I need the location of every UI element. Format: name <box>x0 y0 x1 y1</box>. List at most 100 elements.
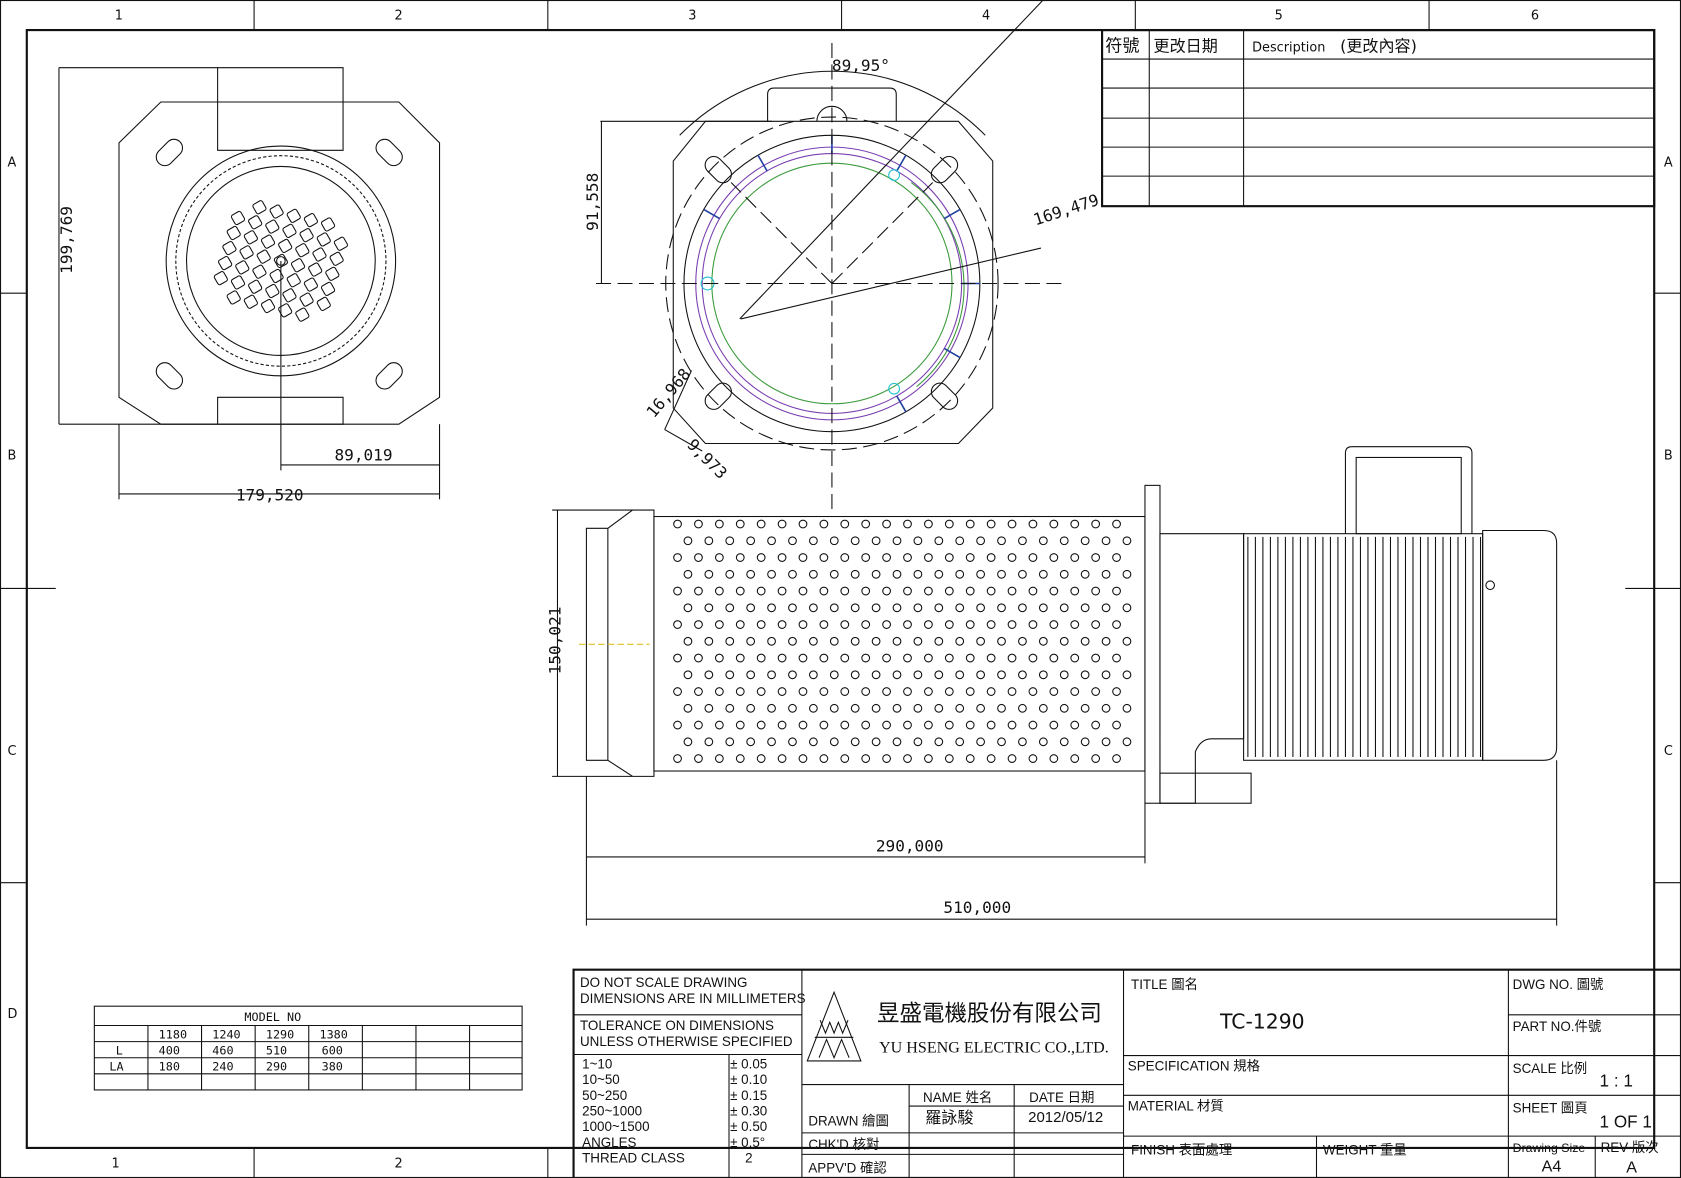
drawing-size-value: A4 <box>1542 1158 1562 1176</box>
zone-col-1: 1 <box>115 8 123 23</box>
perforation-hole <box>924 586 933 596</box>
perforation-hole <box>934 536 944 546</box>
grille-hole <box>265 219 280 234</box>
perforation-hole <box>965 620 975 629</box>
perforation-hole <box>850 670 860 680</box>
perforation-hole <box>1018 703 1027 713</box>
perforation-hole <box>746 670 756 680</box>
perforation-hole <box>850 536 860 546</box>
perforation-hole <box>1059 536 1069 546</box>
grille-hole <box>260 234 276 249</box>
note-millimeters: DIMENSIONS ARE IN MILLIMETERS <box>580 991 806 1006</box>
specification-label: SPECIFICATION 規格 <box>1128 1059 1261 1074</box>
perforation-hole <box>1112 586 1121 596</box>
zone-col-5: 5 <box>1275 8 1283 23</box>
perforation-hole <box>808 670 818 680</box>
perforation-hole <box>955 536 965 546</box>
perforation-hole <box>1028 519 1038 529</box>
perforation-hole <box>997 703 1006 713</box>
grille-hole <box>213 271 228 286</box>
perforation-hole <box>986 586 996 596</box>
perforation-hole <box>913 603 923 613</box>
perforation-hole <box>808 536 818 546</box>
perforation-hole <box>861 754 871 763</box>
perforation-hole <box>1091 754 1101 763</box>
row-l-1290: 510 <box>266 1043 287 1057</box>
perforation-hole <box>882 687 891 696</box>
grille-hole <box>299 292 314 307</box>
perforation-hole <box>1070 653 1080 663</box>
perforation-hole <box>694 586 703 596</box>
perforation-hole <box>1122 703 1132 713</box>
perforation-hole <box>725 569 735 579</box>
perforation-hole <box>913 636 923 646</box>
perforation-hole <box>819 754 829 763</box>
perforation-hole <box>673 720 682 730</box>
perforation-hole <box>735 687 745 696</box>
rev-description-cn-header: (更改內容) <box>1340 37 1417 56</box>
grille-hole <box>226 225 241 241</box>
perforation-hole <box>788 703 797 713</box>
perforation-hole <box>997 670 1006 680</box>
perforation-hole <box>767 670 776 680</box>
perforation-hole <box>683 670 693 680</box>
grille-hole <box>273 253 288 269</box>
checked-label: CHK'D 核對 <box>808 1137 879 1152</box>
perforation-hole <box>1070 687 1080 696</box>
zone-row-c: C <box>8 744 17 759</box>
company-name-en: YU HSENG ELECTRIC CO.,LTD. <box>879 1039 1109 1056</box>
perforation-hole <box>924 687 933 696</box>
perforation-hole <box>1007 687 1017 696</box>
grille-hole <box>282 223 297 238</box>
perforation-hole <box>840 720 850 730</box>
perforation-hole <box>704 737 714 747</box>
row-la-1180: 180 <box>159 1060 180 1074</box>
perforation-hole <box>1101 603 1111 613</box>
dim-front-width: 179,520 <box>236 485 304 504</box>
grille-hole <box>290 258 306 273</box>
perforation-hole <box>725 670 735 680</box>
grille-hole <box>230 275 246 290</box>
perforation-hole <box>955 703 965 713</box>
perforation-hole <box>767 603 776 613</box>
row-l-label: L <box>116 1043 123 1057</box>
perforation-hole <box>892 536 902 546</box>
zone-col-6: 6 <box>1531 8 1539 23</box>
perforation-hole <box>913 670 923 680</box>
grille-hole <box>252 200 267 215</box>
dim-angle: 89,95° <box>832 56 890 75</box>
perforation-hole <box>829 603 839 613</box>
perforation-hole <box>1059 737 1069 747</box>
perforation-hole <box>756 720 766 730</box>
perforation-hole <box>965 720 975 730</box>
scale-value: 1 : 1 <box>1600 1071 1633 1091</box>
perforation-hole <box>1018 536 1027 546</box>
tolerance-range: 10~50 <box>582 1072 620 1087</box>
perforation-hole <box>767 636 776 646</box>
mounting-slot <box>155 362 184 390</box>
perforation-hole <box>882 720 891 730</box>
perforation-hole <box>1101 636 1111 646</box>
perforation-hole <box>756 586 766 596</box>
perforation-hole <box>976 536 986 546</box>
perforation-hole <box>924 519 933 529</box>
zone-row-b-right: B <box>1664 449 1673 464</box>
perforation-hole <box>819 720 829 730</box>
date-header: DATE 日期 <box>1029 1090 1094 1105</box>
perforation-hole <box>913 536 923 546</box>
grille-hole <box>248 279 263 294</box>
tolerance-value: 2 <box>745 1151 752 1166</box>
tolerance-heading-2: UNLESS OTHERWISE SPECIFIED <box>580 1034 793 1049</box>
grille-hole <box>222 240 237 256</box>
drawn-name: 羅詠駿 <box>925 1108 973 1127</box>
dim-filter-diameter: 150,021 <box>546 607 565 675</box>
rev-value: A <box>1626 1159 1637 1177</box>
perforation-hole <box>829 703 839 713</box>
perforation-hole <box>976 603 986 613</box>
perforation-hole <box>882 653 891 663</box>
zone-row-a-right: A <box>1664 155 1673 170</box>
perforation-hole <box>965 653 975 663</box>
title-block: DO NOT SCALE DRAWING DIMENSIONS ARE IN M… <box>572 968 1681 1178</box>
perforation-hole <box>714 519 724 529</box>
perforation-hole <box>1049 720 1059 730</box>
